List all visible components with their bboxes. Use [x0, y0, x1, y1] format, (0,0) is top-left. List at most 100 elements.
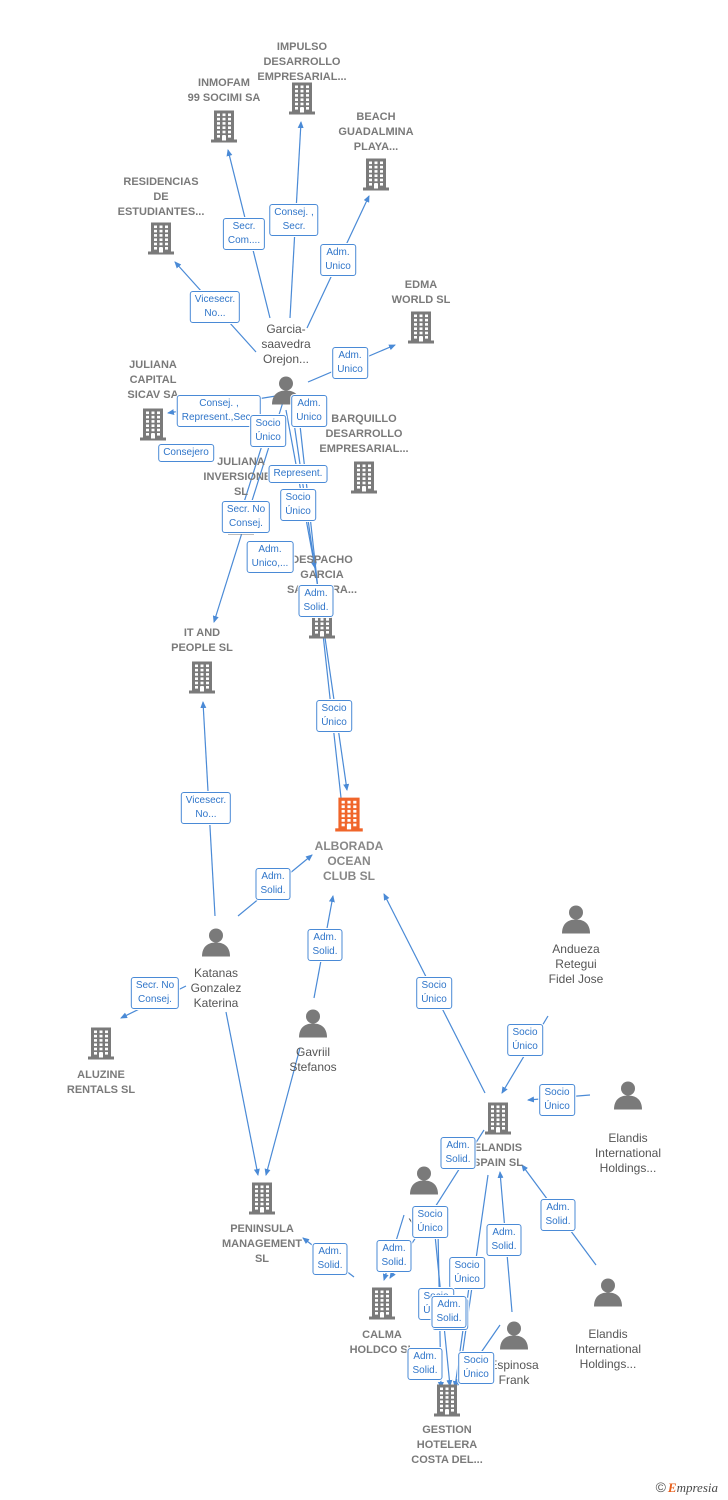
- relation-label-text: Adm.: [492, 1227, 516, 1238]
- person-icon[interactable]: [409, 1165, 439, 1200]
- node-label: Holdings...: [599, 1161, 657, 1175]
- brand-footer[interactable]: ©Empresia: [656, 1479, 718, 1496]
- relation-label[interactable]: Adm.Solid.: [376, 1240, 412, 1272]
- relation-label[interactable]: Adm.Solid.: [440, 1137, 476, 1169]
- relation-label[interactable]: Adm.Solid.: [431, 1296, 467, 1328]
- relation-label[interactable]: Vicesecr.No...: [189, 291, 241, 323]
- person-icon[interactable]: [201, 927, 231, 962]
- relation-label-text: Adm.: [297, 398, 321, 409]
- relation-label-text: Único: [454, 1274, 480, 1285]
- relation-label-text: Socio: [285, 492, 311, 503]
- relation-label[interactable]: Consej. ,Secr.: [269, 204, 319, 236]
- person-icon[interactable]: [593, 1277, 623, 1312]
- building-icon[interactable]: [368, 1286, 396, 1325]
- relation-label[interactable]: Adm.Solid.: [312, 1243, 348, 1275]
- person-icon[interactable]: [499, 1320, 529, 1355]
- relation-label[interactable]: Consejero: [158, 444, 214, 462]
- relation-label[interactable]: Adm.Solid.: [298, 585, 334, 617]
- relation-label-text: Unico: [325, 261, 351, 272]
- relation-label[interactable]: Adm.Solid.: [540, 1199, 576, 1231]
- node-label: HOLDCO SL: [349, 1344, 415, 1356]
- relation-label-text: Adm.: [326, 247, 350, 258]
- building-icon[interactable]: [484, 1101, 512, 1140]
- building-icon[interactable]: [407, 310, 435, 349]
- relation-label[interactable]: Adm. Unico: [320, 244, 356, 276]
- copyright-icon: ©: [655, 1479, 666, 1495]
- node-label: COSTA DEL...: [411, 1454, 483, 1466]
- relation-label[interactable]: Adm.Solid.: [255, 868, 291, 900]
- brand-initial: E: [667, 1480, 677, 1495]
- relation-label[interactable]: Consej. ,Represent.,Secr.: [176, 395, 262, 427]
- relation-label-text: Solid.: [412, 1365, 438, 1376]
- building-icon[interactable]: [139, 407, 167, 446]
- relation-edge: [264, 1047, 301, 1176]
- relation-label[interactable]: Adm.Solid.: [307, 929, 343, 961]
- building-icon[interactable]: [188, 660, 216, 699]
- relation-label-text: Solid.: [381, 1257, 407, 1268]
- relation-label[interactable]: Secr.Com....: [222, 218, 266, 250]
- relation-label[interactable]: Adm.Unico: [291, 395, 327, 427]
- relation-label-text: Adm.: [437, 1299, 461, 1310]
- person-icon[interactable]: [561, 904, 591, 939]
- node-label: GARCIA: [300, 569, 344, 581]
- relation-label[interactable]: Adm.Unico: [332, 347, 368, 379]
- relation-label[interactable]: Represent.: [268, 465, 328, 483]
- relation-label[interactable]: Vicesecr.No...: [180, 792, 232, 824]
- relation-label-text: Socio: [255, 418, 281, 429]
- building-icon[interactable]: [350, 460, 378, 499]
- building-icon[interactable]: [362, 157, 390, 196]
- person-icon[interactable]: [298, 1008, 328, 1043]
- building-icon[interactable]: [288, 81, 316, 120]
- relation-label[interactable]: Adm.Solid.: [407, 1348, 443, 1380]
- building-icon[interactable]: [147, 221, 175, 260]
- building-icon[interactable]: [210, 109, 238, 148]
- node-label: International: [574, 1342, 642, 1356]
- focus-building-icon[interactable]: [334, 796, 364, 837]
- building-icon[interactable]: [248, 1181, 276, 1220]
- node-label: ALBORADA: [314, 839, 384, 853]
- relation-label-text: Solid.: [312, 946, 338, 957]
- person-icon[interactable]: [613, 1080, 643, 1115]
- node-label: Retegui: [555, 957, 597, 971]
- relation-label[interactable]: Adm.Unico,...: [246, 541, 294, 573]
- building-icon[interactable]: [433, 1383, 461, 1422]
- relation-label[interactable]: Adm.Solid.: [486, 1224, 522, 1256]
- building-icon[interactable]: [87, 1026, 115, 1065]
- relation-label-text: Consej.: [138, 994, 172, 1005]
- node-label: Katanas: [193, 966, 239, 980]
